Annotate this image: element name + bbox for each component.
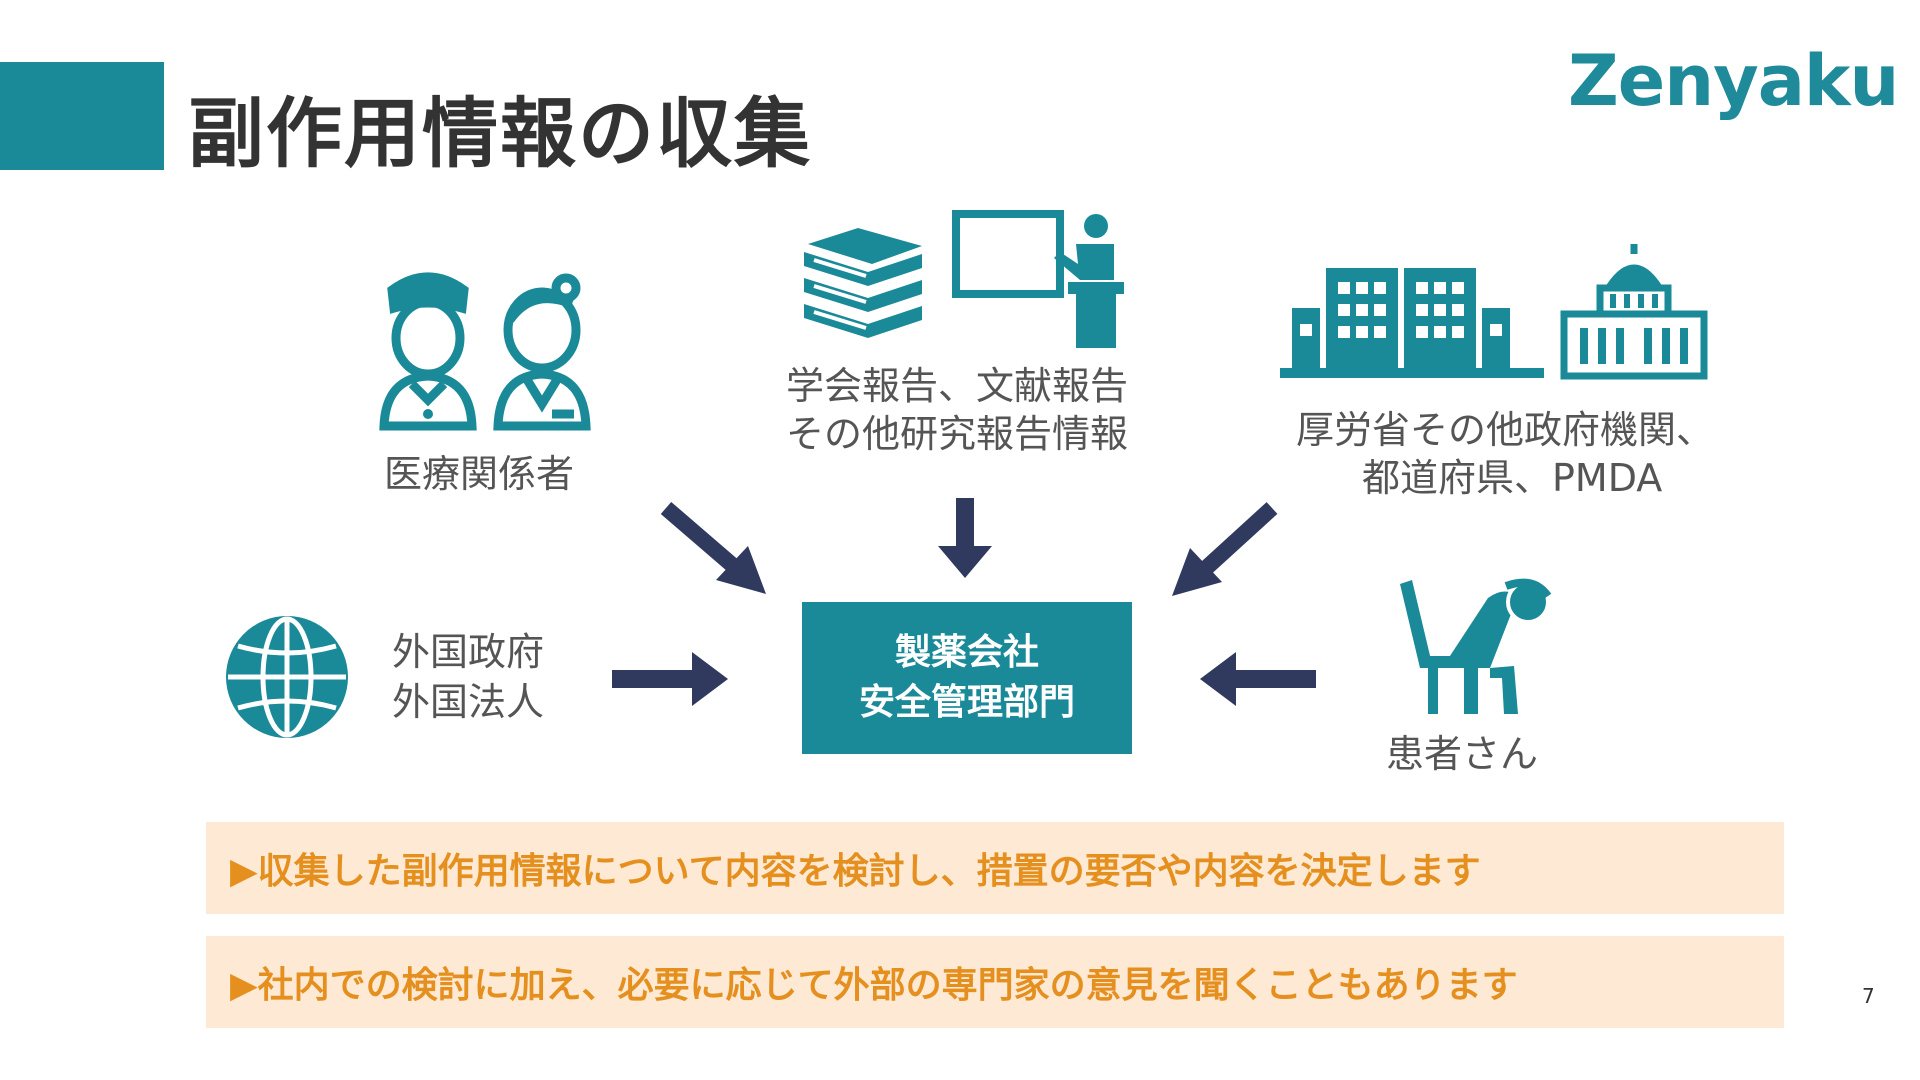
label-government-line1: 厚労省その他政府機関、: [1296, 408, 1715, 452]
zenyaku-logo: Zenyaku: [1568, 40, 1899, 122]
office-building-icon: [1280, 268, 1544, 378]
arrow-from-government: [1172, 502, 1278, 596]
label-academic-line2: その他研究報告情報: [786, 412, 1129, 456]
note-review: ▶収集した副作用情報について内容を検討し、措置の要否や内容を決定します: [206, 822, 1784, 914]
globe-icon: [226, 616, 348, 738]
government-building-icon: [1560, 244, 1708, 380]
center-box-line2: 安全管理部門: [858, 682, 1075, 723]
doctor-icon: [493, 273, 591, 431]
safety-management-dept-box: 製薬会社 安全管理部門: [802, 602, 1132, 754]
label-medical: 医療関係者: [384, 452, 575, 496]
label-patient: 患者さん: [1386, 732, 1539, 776]
arrow-from-medical: [660, 501, 766, 594]
note-external-experts: ▶社内での検討に加え、必要に応じて外部の専門家の意見を聞くこともあります: [206, 936, 1784, 1028]
page-number: 7: [1862, 984, 1875, 1008]
arrow-from-patient: [1200, 652, 1316, 706]
page-title: 副作用情報の収集: [188, 89, 812, 178]
title-accent-bar: [0, 62, 164, 170]
nurse-icon: [379, 272, 477, 431]
books-icon: [804, 228, 922, 338]
center-box-line1: 製薬会社: [894, 632, 1039, 673]
label-foreign-line1: 外国政府: [392, 630, 545, 674]
label-academic-line1: 学会報告、文献報告: [786, 364, 1129, 408]
presenter-icon: [952, 210, 1124, 348]
arrow-from-academic: [938, 498, 992, 578]
arrow-from-foreign: [612, 652, 728, 706]
distressed-patient-icon: [1400, 578, 1552, 714]
label-foreign-line2: 外国法人: [392, 680, 545, 724]
label-government-line2: 都道府県、PMDA: [1362, 456, 1663, 500]
